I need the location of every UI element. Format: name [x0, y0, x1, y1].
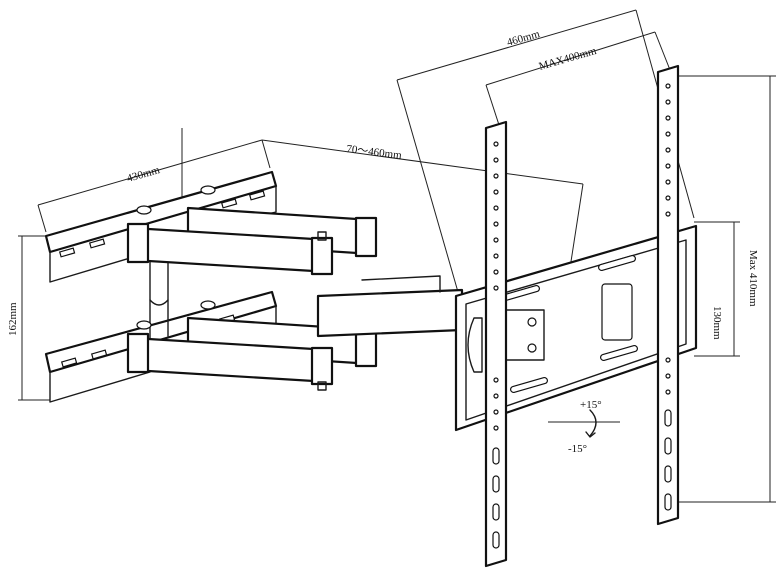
dim-162mm: 162mm [7, 302, 19, 336]
tv-cross-plate [454, 64, 698, 568]
dim-70-460mm: 70～460mm [346, 143, 403, 162]
tilt-down-label: -15° [568, 443, 587, 455]
dim-460mm: 460mm [506, 28, 542, 49]
dim-130mm: 130mm [711, 306, 723, 340]
dim-max400mm: MAX400mm [538, 45, 599, 73]
tilt-up-label: +15° [580, 399, 602, 411]
tilt-arrow [548, 409, 620, 438]
dim-430mm: 430mm [126, 164, 162, 185]
dimension-lines [18, 9, 776, 503]
dim-max-410mm: Max 410mm [747, 250, 759, 307]
articulating-arms [126, 206, 464, 391]
